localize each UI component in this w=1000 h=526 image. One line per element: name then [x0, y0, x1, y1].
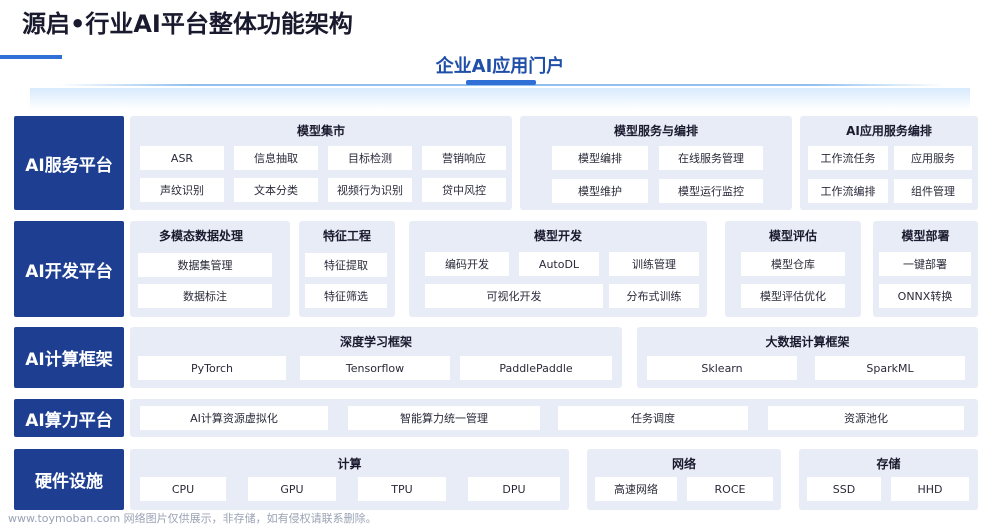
- module-item: SparkML: [815, 356, 965, 380]
- module-item: 特征提取: [305, 253, 387, 277]
- group-title: 大数据计算框架: [765, 335, 850, 349]
- module-item: 智能算力统一管理: [348, 406, 540, 430]
- layer-label-power: AI算力平台: [14, 399, 124, 437]
- layer-label-dev: AI开发平台: [14, 221, 124, 317]
- module-item: DPU: [468, 477, 560, 501]
- module-item: 分布式训练: [609, 284, 699, 308]
- module-item: 数据标注: [138, 284, 272, 308]
- module-item: 模型仓库: [741, 252, 845, 276]
- module-item: Sklearn: [647, 356, 797, 380]
- module-item: 在线服务管理: [659, 146, 763, 170]
- group-title: 计算: [337, 457, 362, 471]
- group-multimodal: 多模态数据处理 数据集管理 数据标注: [130, 221, 290, 317]
- group-hw-network: 网络 高速网络 ROCE: [587, 449, 781, 510]
- group-title: 特征工程: [322, 229, 371, 243]
- group-model-service: 模型服务与编排 模型编排 在线服务管理 模型维护 模型运行监控: [520, 116, 792, 210]
- group-title: 模型服务与编排: [613, 124, 698, 138]
- module-item: PaddlePaddle: [460, 356, 612, 380]
- module-item: CPU: [140, 477, 226, 501]
- module-item: SSD: [807, 477, 881, 501]
- module-item: 模型维护: [552, 179, 648, 203]
- portal-glow: [30, 88, 970, 110]
- module-item: 任务调度: [558, 406, 748, 430]
- portal-title: 企业AI应用门户: [435, 56, 565, 77]
- group-title: 存储: [876, 457, 901, 471]
- portal-divider: [58, 80, 944, 86]
- group-model-market: 模型集市 ASR 信息抽取 目标检测 营销响应 声纹识别 文本分类 视频行为识别…: [130, 116, 512, 210]
- group-hw-storage: 存储 SSD HHD: [799, 449, 978, 510]
- module-item: 应用服务: [894, 146, 972, 170]
- module-item: 模型编排: [552, 146, 648, 170]
- module-item: Tensorflow: [300, 356, 450, 380]
- module-item: 训练管理: [609, 252, 699, 276]
- module-item: 组件管理: [894, 179, 972, 203]
- module-item: 模型运行监控: [659, 179, 763, 203]
- module-item: TPU: [358, 477, 446, 501]
- module-item: 贷中风控: [422, 178, 506, 202]
- group-compute-power: AI计算资源虚拟化 智能算力统一管理 任务调度 资源池化: [130, 399, 978, 437]
- module-item: 声纹识别: [140, 178, 224, 202]
- module-item: 目标检测: [328, 146, 412, 170]
- module-item: HHD: [891, 477, 969, 501]
- module-item: 编码开发: [425, 252, 509, 276]
- layer-label-hardware: 硬件设施: [14, 449, 124, 510]
- group-title: 深度学习框架: [339, 335, 412, 349]
- module-item: 文本分类: [234, 178, 318, 202]
- group-deep-learning: 深度学习框架 PyTorch Tensorflow PaddlePaddle: [130, 327, 622, 388]
- module-item: 营销响应: [422, 146, 506, 170]
- module-item: 数据集管理: [138, 253, 272, 277]
- group-title: 模型部署: [901, 229, 950, 243]
- group-hw-compute: 计算 CPU GPU TPU DPU: [130, 449, 569, 510]
- module-item: 一键部署: [879, 252, 971, 276]
- group-title: 多模态数据处理: [159, 229, 244, 243]
- module-item: GPU: [248, 477, 336, 501]
- layer-label-service: AI服务平台: [14, 116, 124, 210]
- module-item: ASR: [140, 146, 224, 170]
- page-title: 源启•行业AI平台整体功能架构: [22, 10, 353, 38]
- group-title: 模型开发: [533, 229, 582, 243]
- title-accent-bar: [0, 55, 62, 59]
- group-title: AI应用服务编排: [846, 124, 932, 138]
- module-item: ONNX转换: [879, 284, 971, 308]
- module-item: AI计算资源虚拟化: [140, 406, 328, 430]
- module-item: 资源池化: [768, 406, 964, 430]
- module-item: ROCE: [687, 477, 773, 501]
- group-model-eval: 模型评估 模型仓库 模型评估优化: [725, 221, 861, 317]
- group-title: 模型集市: [296, 124, 345, 138]
- group-model-dev: 模型开发 编码开发 AutoDL 训练管理 可视化开发 分布式训练: [409, 221, 707, 317]
- module-item: 视频行为识别: [328, 178, 412, 202]
- module-item: AutoDL: [519, 252, 599, 276]
- watermark: www.toymoban.com 网络图片仅供展示，非存储，如有侵权请联系删除。: [8, 512, 377, 525]
- module-item: 可视化开发: [425, 284, 603, 308]
- group-title: 网络: [671, 457, 696, 471]
- module-item: 工作流编排: [808, 179, 888, 203]
- group-model-deploy: 模型部署 一键部署 ONNX转换: [873, 221, 978, 317]
- module-item: 信息抽取: [234, 146, 318, 170]
- group-app-service: AI应用服务编排 工作流任务 应用服务 工作流编排 组件管理: [800, 116, 978, 210]
- module-item: 高速网络: [595, 477, 677, 501]
- layer-label-compute-fw: AI计算框架: [14, 327, 124, 388]
- module-item: 模型评估优化: [741, 284, 845, 308]
- group-big-data: 大数据计算框架 Sklearn SparkML: [637, 327, 978, 388]
- group-feature: 特征工程 特征提取 特征筛选: [299, 221, 395, 317]
- module-item: PyTorch: [138, 356, 286, 380]
- module-item: 工作流任务: [808, 146, 888, 170]
- group-title: 模型评估: [768, 229, 817, 243]
- module-item: 特征筛选: [305, 284, 387, 308]
